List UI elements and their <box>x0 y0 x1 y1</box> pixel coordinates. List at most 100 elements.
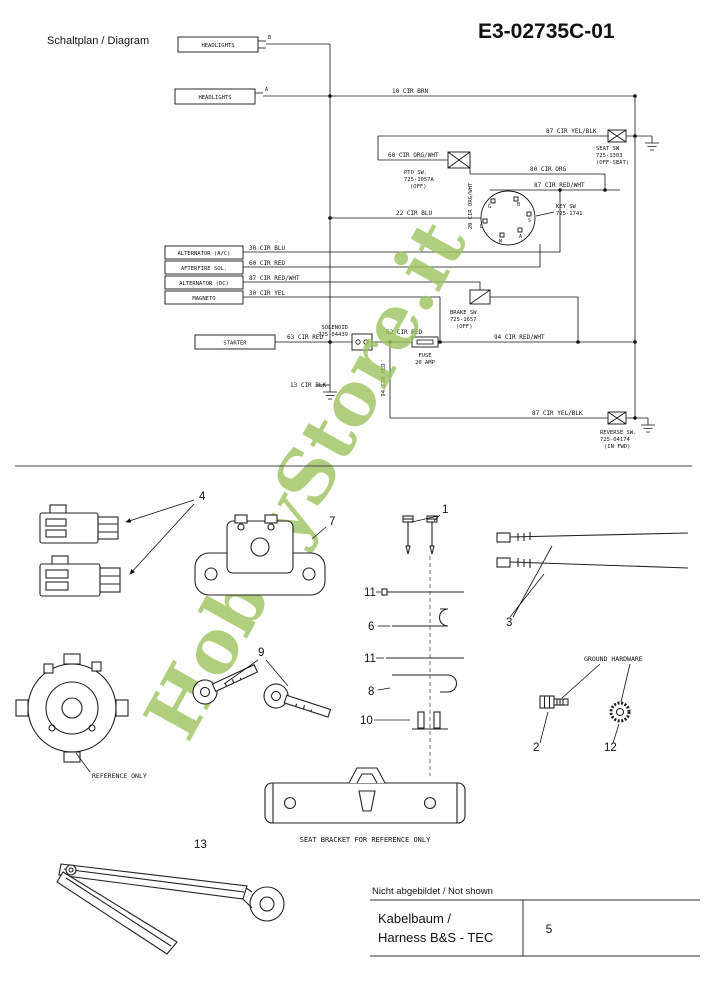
header-left-label: Schaltplan / Diagram <box>47 35 149 47</box>
ground-bolt-part <box>539 695 569 709</box>
callout-7-leader <box>311 526 327 540</box>
cable-tie-a <box>496 532 689 543</box>
pto-sw-line1: PTO SW. <box>404 170 427 176</box>
wire-label-13-blk: 13 CIR BLK <box>290 382 327 389</box>
pin-part-a <box>402 515 414 555</box>
headlights-box-2: HEADLIGHTS A <box>174 87 268 105</box>
reverse-sw-line3: (IN FWD) <box>604 444 631 450</box>
seat-sw-line2: 725-1303 <box>596 153 623 159</box>
seat-bracket-label: SEAT BRACKET FOR REFERENCE ONLY <box>300 836 431 844</box>
wire-label-87-yelblk-bottom: 87 CIR YEL/BLK <box>532 410 583 417</box>
solenoid-part <box>194 514 326 596</box>
reverse-sw-line1: REVERSE SW. <box>600 430 636 436</box>
callout-7: 7 <box>329 516 335 528</box>
magneto-label: MAGNETO <box>192 296 215 302</box>
not-shown-table: Nicht abgebildet / Not shown Kabelbaum /… <box>370 886 700 957</box>
brake-sw-line3: (OFF) <box>456 324 473 330</box>
wire-label-22-blu: 22 CIR BLU <box>396 210 433 217</box>
reference-only-leader <box>75 752 91 773</box>
hook-part-8 <box>392 674 457 693</box>
key-terminal-s: S <box>528 218 531 224</box>
table-item-line2: Harness B&S - TEC <box>378 930 493 945</box>
parts-section: 4 7 1 <box>15 491 689 955</box>
seat-sw-line1: SEAT SW <box>596 146 620 152</box>
wire-label-87-redwht: 87 CIR RED/WHT <box>249 275 300 282</box>
wire-label-10-cir-brn: 10 CIR BRN <box>392 88 429 95</box>
fuse-line2: 20 AMP <box>415 360 436 366</box>
wire-label-94-redwht: 94 CIR RED/WHT <box>494 334 545 341</box>
clip-part-10 <box>412 711 448 730</box>
callout-13: 13 <box>194 839 207 851</box>
seat-switch: SEAT SW 725-1303 (OFF-SEAT) <box>596 129 629 166</box>
pin-part-b <box>426 515 438 555</box>
headlights-box-1: HEADLIGHTS B <box>177 35 271 53</box>
afterfire-sol-label: AFTERFIRE SOL. <box>181 266 227 272</box>
wiring-lines <box>243 43 652 419</box>
solenoid-line2: 725-04439 <box>318 332 348 338</box>
headlights-2-label: HEADLIGHTS <box>198 95 231 101</box>
callout-10: 10 <box>360 715 373 727</box>
wire-label-87-redwht-top: 87 CIR RED/WHT <box>534 182 585 189</box>
table-header: Nicht abgebildet / Not shown <box>372 886 493 897</box>
rod-part-upper <box>381 588 464 596</box>
brake-switch: BRAKE SW. 725-1657 (OFF) <box>450 289 491 330</box>
callout-8: 8 <box>368 686 374 698</box>
brake-sw-line1: BRAKE SW. <box>450 310 480 316</box>
table-item-line1: Kabelbaum / <box>378 911 451 926</box>
key-terminal-g: G <box>488 204 491 210</box>
wire-label-94-red: 94 CIR RED <box>381 363 387 396</box>
wire-label-30-yel: 30 CIR YEL <box>249 290 286 297</box>
fuse-line1: FUSE <box>418 353 431 359</box>
cable-tie-b <box>496 557 689 569</box>
key-terminal-m: M <box>499 239 502 245</box>
reference-only-label: REFERENCE ONLY <box>92 772 147 780</box>
headlights-1-label: HEADLIGHTS <box>201 43 234 49</box>
ground-symbol-bottom <box>640 417 656 433</box>
reverse-switch: REVERSE SW. 725-04174 (IN FWD) <box>600 411 636 450</box>
callout-6: 6 <box>368 621 374 633</box>
wire-label-30-blu: 30 CIR BLU <box>249 245 286 252</box>
component-boxes: ALTERNATOR (A/C) AFTERFIRE SOL. ALTERNAT… <box>164 245 276 350</box>
callout-9-leader-b <box>265 659 289 687</box>
callout-11-upper: 11 <box>364 587 376 599</box>
ground-hardware-leader-b <box>620 663 631 703</box>
bracket-part-13 <box>56 863 285 955</box>
callout-2-leader <box>539 711 549 744</box>
headlight2-pin-letter: A <box>265 87 268 93</box>
seat-sw-line3: (OFF-SEAT) <box>596 160 629 166</box>
seat-bracket-part <box>264 767 466 824</box>
wire-label-80-org: 80 CIR ORG <box>530 166 567 173</box>
page-title: E3-02735C-01 <box>478 20 615 43</box>
star-washer-part <box>609 701 631 723</box>
wire-label-60-red: 60 CIR RED <box>249 260 286 267</box>
connector-part-b <box>39 555 121 597</box>
callout-2: 2 <box>533 742 539 754</box>
hook-part-6 <box>392 608 449 627</box>
wiring-diagram: HEADLIGHTS B HEADLIGHTS A <box>164 35 660 450</box>
wire-label-63-red: 63 CIR RED <box>287 334 324 341</box>
table-qty-value: 5 <box>546 922 553 936</box>
ground-symbol-seat <box>644 135 660 151</box>
alternator-dc-label: ALTERNATOR (DC) <box>179 281 229 287</box>
key-sw-line1: KEY SW <box>556 204 577 210</box>
pto-sw-line2: 725-1057A <box>404 177 434 183</box>
key-switch-reference-part <box>15 653 129 763</box>
pto-switch: PTO SW. 725-1057A (OFF) <box>404 151 471 190</box>
alternator-ac-label: ALTERNATOR (A/C) <box>178 251 231 257</box>
callout-12-leader <box>612 723 620 744</box>
starter-label: STARTER <box>223 341 247 347</box>
wire-label-60-orgwht: 60 CIR ORG/WHT <box>388 152 439 159</box>
solenoid-symbol: SOLENOID 725-04439 <box>318 325 373 351</box>
callout-1-leader-a <box>433 514 441 522</box>
callout-4-leader-b <box>129 503 195 575</box>
key-switch-symbol: G B S A M L KEY SW 725-1741 <box>480 190 583 246</box>
key-sw-line2: 725-1741 <box>556 211 583 217</box>
wire-labels: 10 CIR BRN 87 CIR YEL/BLK 60 CIR ORG/WHT… <box>249 88 597 417</box>
brake-sw-line2: 725-1657 <box>450 317 477 323</box>
callout-12: 12 <box>604 742 617 754</box>
connector-part-a <box>39 504 119 544</box>
key-terminal-l: L <box>480 224 483 230</box>
callout-11-lower: 11 <box>364 653 376 665</box>
